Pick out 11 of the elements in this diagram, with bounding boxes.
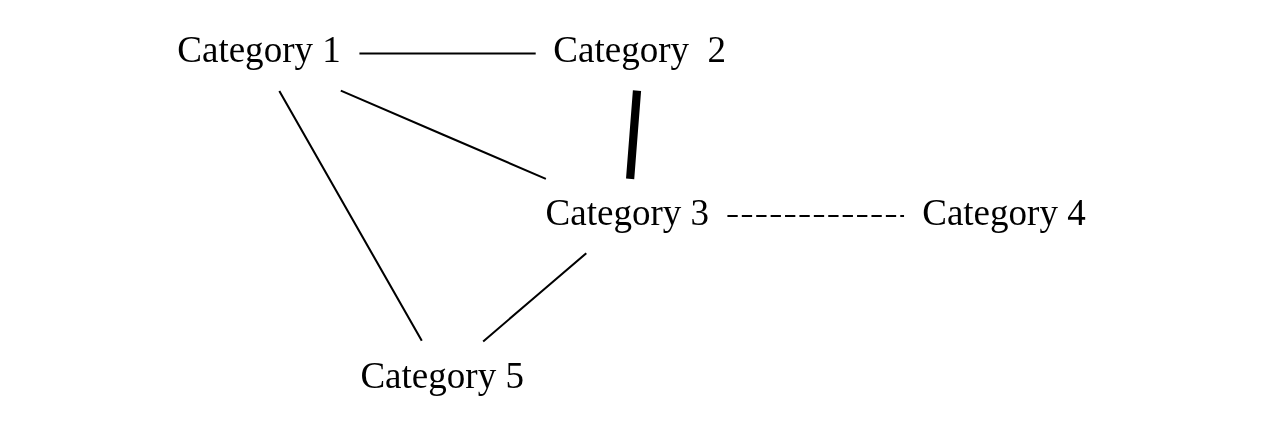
connector	[277, 90, 423, 342]
connector	[625, 90, 641, 180]
connector	[339, 89, 546, 180]
node-text: Category 2	[552, 29, 726, 71]
connector	[726, 214, 904, 218]
connector	[358, 52, 536, 55]
node-text: Category 1	[176, 29, 341, 71]
connector	[482, 252, 587, 343]
node-text: Category 5	[359, 354, 524, 396]
node-text: Category 3	[545, 192, 709, 234]
node-text: Category 4	[921, 192, 1086, 234]
